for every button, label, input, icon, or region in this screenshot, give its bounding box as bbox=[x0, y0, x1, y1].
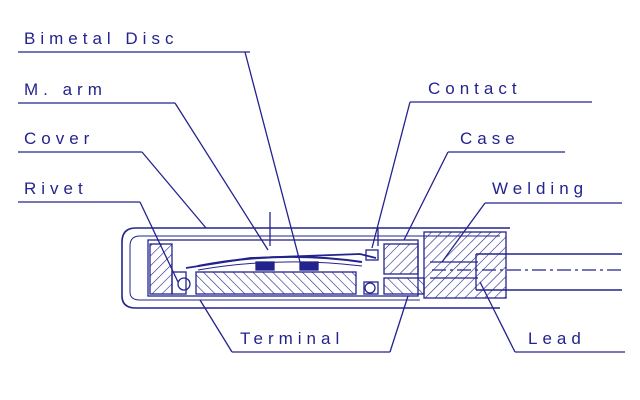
terminal-leader-right bbox=[389, 295, 409, 353]
cover-leader bbox=[141, 151, 207, 229]
marm-leader bbox=[174, 102, 269, 251]
bimetal-leader bbox=[244, 51, 301, 263]
label-cover: Cover bbox=[24, 129, 95, 148]
rivet bbox=[171, 271, 187, 295]
movable-arm bbox=[185, 253, 377, 269]
label-contact: Contact bbox=[428, 79, 522, 98]
label-lead: Lead bbox=[528, 329, 586, 348]
cover-inner-line bbox=[129, 235, 500, 301]
contact-point bbox=[365, 249, 379, 261]
case-leader bbox=[403, 151, 449, 241]
right-hatched-block-bottom bbox=[383, 277, 425, 295]
rivet-head bbox=[177, 277, 191, 291]
label-terminal: Terminal bbox=[240, 329, 345, 348]
contact-leader bbox=[371, 101, 411, 249]
label-case: Case bbox=[460, 129, 520, 148]
contact-lower bbox=[363, 281, 379, 295]
left-hatched-block bbox=[149, 243, 173, 295]
cover-shell bbox=[121, 227, 510, 309]
label-welding: Welding bbox=[492, 179, 589, 198]
bimetal-disc-lower bbox=[197, 261, 363, 271]
right-hatched-block-top bbox=[383, 243, 419, 275]
disc-support-left bbox=[255, 261, 275, 271]
label-bimetal-disc: Bimetal Disc bbox=[24, 29, 179, 48]
contact-rivet bbox=[364, 282, 376, 294]
terminal-plate bbox=[195, 271, 357, 295]
welding-block bbox=[423, 231, 507, 299]
disc-support-right bbox=[299, 261, 319, 271]
label-m-arm: M. arm bbox=[24, 80, 107, 99]
label-rivet: Rivet bbox=[24, 179, 88, 198]
